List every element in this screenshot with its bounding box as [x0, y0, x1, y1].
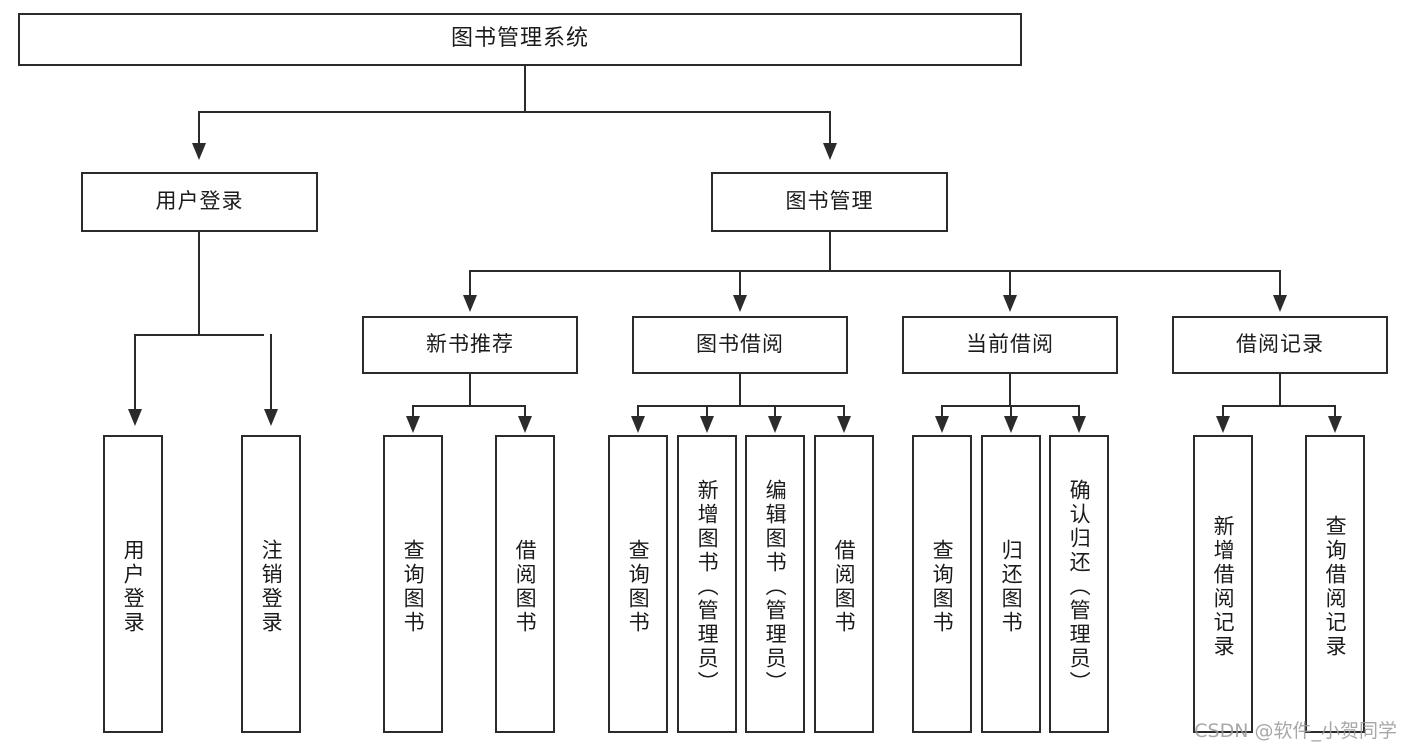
node-current-borrow[interactable]: 当前借阅	[902, 316, 1118, 374]
csdn-watermark: CSDN @软件_小贺同学	[1194, 720, 1397, 742]
arrowhead-cb-leaf-1	[935, 416, 949, 433]
connector-nbr-bus	[412, 405, 526, 407]
node-book-borrow[interactable]: 图书借阅	[632, 316, 848, 374]
node-root-system[interactable]: 图书管理系统	[18, 13, 1022, 66]
connector-user-login-stem	[198, 232, 200, 335]
arrowhead-new-book-recommend	[463, 295, 477, 312]
connector-user-login-leaf-2	[270, 334, 272, 410]
node-label: 借阅图书	[832, 539, 857, 635]
connector-bb-stem	[739, 374, 741, 406]
arrowhead-br-leaf-1	[1216, 416, 1230, 433]
node-label: 当前借阅	[966, 332, 1054, 357]
arrowhead-book-borrow	[733, 295, 747, 312]
node-label: 查询图书	[401, 539, 426, 635]
arrowhead-br-leaf-2	[1328, 416, 1342, 433]
connector-bm-to-new-book	[469, 270, 471, 296]
connector-bb-leaf-3	[774, 405, 776, 419]
connector-bm-to-current-borrow	[1009, 270, 1011, 296]
connector-br-leaf-2	[1334, 405, 1336, 419]
connector-bm-to-book-borrow	[739, 270, 741, 296]
leaf-current-borrow-return-book[interactable]: 归还图书	[981, 435, 1041, 733]
connector-root-bus	[198, 111, 830, 113]
arrowhead-cb-leaf-3	[1072, 416, 1086, 433]
node-label: 新书推荐	[426, 332, 514, 357]
node-label: 注销登录	[259, 539, 284, 635]
connector-nbr-leaf-1	[412, 405, 414, 419]
node-label: 图书借阅	[696, 332, 784, 357]
connector-bb-leaf-1	[637, 405, 639, 419]
node-label: 借阅记录	[1236, 332, 1324, 357]
connector-nbr-leaf-2	[524, 405, 526, 419]
connector-br-bus	[1222, 405, 1336, 407]
leaf-current-borrow-query-book[interactable]: 查询图书	[912, 435, 972, 733]
connector-root-stem	[524, 66, 526, 112]
node-label: 确认归还（管理员）	[1067, 479, 1092, 695]
node-label: 归还图书	[999, 539, 1024, 635]
arrowhead-bb-leaf-3	[768, 416, 782, 433]
node-user-login[interactable]: 用户登录	[81, 172, 318, 232]
node-label: 图书管理系统	[450, 26, 589, 52]
leaf-new-book-borrow-book[interactable]: 借阅图书	[495, 435, 555, 733]
arrowhead-cb-leaf-2	[1004, 416, 1018, 433]
node-label: 查询图书	[626, 539, 651, 635]
node-new-book-recommend[interactable]: 新书推荐	[362, 316, 578, 374]
node-label: 用户登录	[155, 189, 244, 214]
connector-bb-leaf-4	[843, 405, 845, 419]
leaf-current-borrow-confirm-return-admin[interactable]: 确认归还（管理员）	[1049, 435, 1109, 733]
leaf-book-borrow-query-book[interactable]: 查询图书	[608, 435, 668, 733]
node-label: 查询借阅记录	[1323, 515, 1348, 659]
leaf-user-login-logout[interactable]: 注销登录	[241, 435, 301, 733]
node-borrow-record[interactable]: 借阅记录	[1172, 316, 1388, 374]
connector-br-stem	[1279, 374, 1281, 406]
connector-root-to-book-manage	[829, 111, 831, 144]
leaf-book-borrow-add-book-admin[interactable]: 新增图书（管理员）	[677, 435, 737, 733]
node-label: 借阅图书	[513, 539, 538, 635]
node-label: 查询图书	[930, 539, 955, 635]
arrowhead-borrow-record	[1273, 295, 1287, 312]
connector-cb-stem	[1009, 374, 1011, 406]
node-label: 新增图书（管理员）	[695, 479, 720, 695]
connector-br-leaf-1	[1222, 405, 1224, 419]
arrowhead-bb-leaf-2	[700, 416, 714, 433]
connector-cb-leaf-3	[1078, 405, 1080, 419]
leaf-new-book-query-book[interactable]: 查询图书	[383, 435, 443, 733]
arrowhead-bb-leaf-4	[837, 416, 851, 433]
node-label: 新增借阅记录	[1211, 515, 1236, 659]
arrowhead-bb-leaf-1	[631, 416, 645, 433]
arrowhead-leaf-user-login-2	[264, 409, 278, 426]
arrowhead-leaf-user-login-1	[128, 409, 142, 426]
leaf-borrow-record-query-record[interactable]: 查询借阅记录	[1305, 435, 1365, 733]
leaf-borrow-record-add-record[interactable]: 新增借阅记录	[1193, 435, 1253, 733]
leaf-user-login-login[interactable]: 用户登录	[103, 435, 163, 733]
node-label: 编辑图书（管理员）	[763, 479, 788, 695]
connector-bb-bus	[637, 405, 845, 407]
leaf-book-borrow-edit-book-admin[interactable]: 编辑图书（管理员）	[745, 435, 805, 733]
arrowhead-nbr-leaf-2	[518, 416, 532, 433]
leaf-book-borrow-borrow-book[interactable]: 借阅图书	[814, 435, 874, 733]
node-label: 图书管理	[785, 189, 874, 214]
connector-root-to-user-login	[198, 111, 200, 144]
arrowhead-nbr-leaf-1	[406, 416, 420, 433]
connector-user-login-leaf-1	[134, 334, 136, 410]
arrowhead-current-borrow	[1003, 295, 1017, 312]
connector-book-manage-bus	[469, 270, 1281, 272]
arrowhead-book-manage	[823, 143, 837, 160]
node-book-management[interactable]: 图书管理	[711, 172, 948, 232]
connector-book-manage-stem	[829, 232, 831, 271]
connector-bm-to-borrow-record	[1279, 270, 1281, 296]
connector-bb-leaf-2	[706, 405, 708, 419]
arrowhead-user-login	[192, 143, 206, 160]
connector-nbr-stem	[469, 374, 471, 406]
connector-user-login-bus	[134, 334, 264, 336]
connector-cb-leaf-1	[941, 405, 943, 419]
node-label: 用户登录	[121, 539, 146, 635]
connector-cb-leaf-2	[1010, 405, 1012, 419]
